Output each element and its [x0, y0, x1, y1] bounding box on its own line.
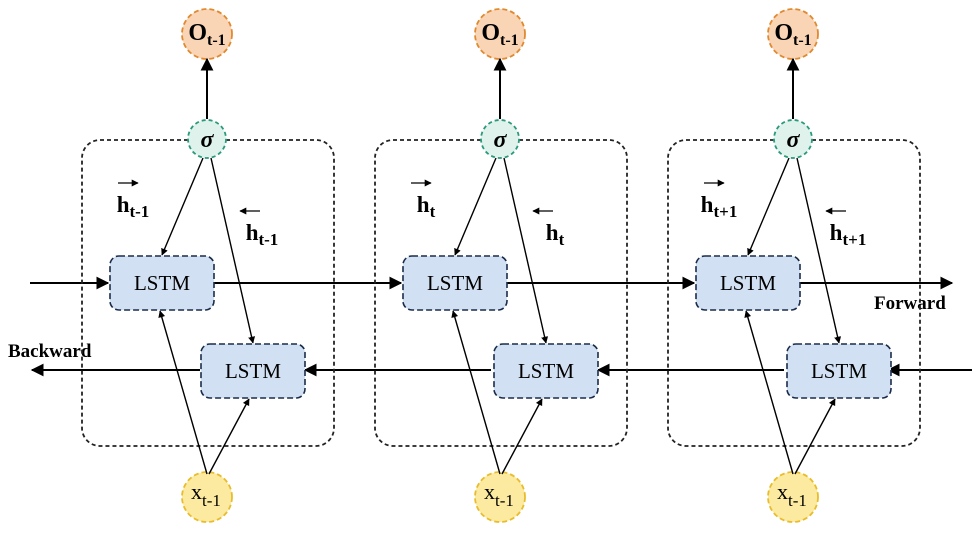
- sigma-label: σ: [787, 127, 801, 153]
- sigma-node: [773, 119, 813, 159]
- input-node: [767, 471, 819, 523]
- sigma-to-backward-lstm-arrow: [503, 157, 549, 344]
- forward-label: Forward: [874, 293, 946, 314]
- backward-lstm-label: LSTM: [811, 359, 867, 383]
- backward-lstm-label: LSTM: [518, 359, 574, 383]
- input-to-backward-lstm-arrow: [794, 398, 836, 475]
- backward-hidden-label: ht+1: [830, 220, 867, 249]
- backward-label: Backward: [8, 341, 92, 362]
- output-node: [767, 8, 819, 60]
- backward-hidden-label: ht-1: [246, 220, 279, 249]
- sigma-label: σ: [494, 127, 508, 153]
- input-to-forward-lstm-arrow: [744, 310, 794, 475]
- input-to-backward-lstm-arrow: [501, 398, 543, 475]
- input-label: xt-1: [484, 479, 514, 510]
- input-label: xt-1: [777, 479, 807, 510]
- output-label: Ot-1: [774, 20, 811, 49]
- forward-lstm-box: [402, 255, 508, 311]
- input-node: [474, 471, 526, 523]
- sigma-node: [480, 119, 520, 159]
- backward-lstm-box: [786, 343, 892, 399]
- input-to-backward-lstm-arrow: [208, 398, 250, 475]
- cell-3: LSTM LSTM σ Ot-1 xt-1 ht+1 ht+1: [667, 8, 921, 523]
- backward-hidden-label: ht: [546, 220, 565, 249]
- forward-lstm-label: LSTM: [427, 271, 483, 295]
- sigma-node: [187, 119, 227, 159]
- output-node: [181, 8, 233, 60]
- output-label: Ot-1: [188, 20, 225, 49]
- sigma-to-backward-lstm-arrow: [796, 157, 842, 344]
- sigma-to-forward-lstm-arrow: [161, 157, 204, 256]
- input-to-forward-lstm-arrow: [451, 310, 501, 475]
- sigma-to-backward-lstm-arrow: [210, 157, 256, 344]
- input-node: [181, 471, 233, 523]
- cell-2: LSTM LSTM σ Ot-1 xt-1 ht ht: [374, 8, 628, 523]
- forward-hidden-label: ht: [417, 192, 436, 221]
- forward-lstm-box: [695, 255, 801, 311]
- input-to-forward-lstm-arrow: [158, 310, 208, 475]
- forward-lstm-label: LSTM: [134, 271, 190, 295]
- forward-lstm-label: LSTM: [720, 271, 776, 295]
- backward-lstm-box: [200, 343, 306, 399]
- sigma-to-forward-lstm-arrow: [454, 157, 497, 256]
- forward-hidden-label: ht+1: [701, 192, 738, 221]
- input-label: xt-1: [191, 479, 221, 510]
- output-label: Ot-1: [481, 20, 518, 49]
- output-node: [474, 8, 526, 60]
- backward-lstm-box: [493, 343, 599, 399]
- forward-lstm-box: [109, 255, 215, 311]
- forward-hidden-label: ht-1: [117, 192, 150, 221]
- cell-1: LSTM LSTM σ Ot-1 xt-1 ht-1 ht-1: [81, 8, 335, 523]
- sigma-to-forward-lstm-arrow: [747, 157, 790, 256]
- backward-lstm-label: LSTM: [225, 359, 281, 383]
- sigma-label: σ: [201, 127, 215, 153]
